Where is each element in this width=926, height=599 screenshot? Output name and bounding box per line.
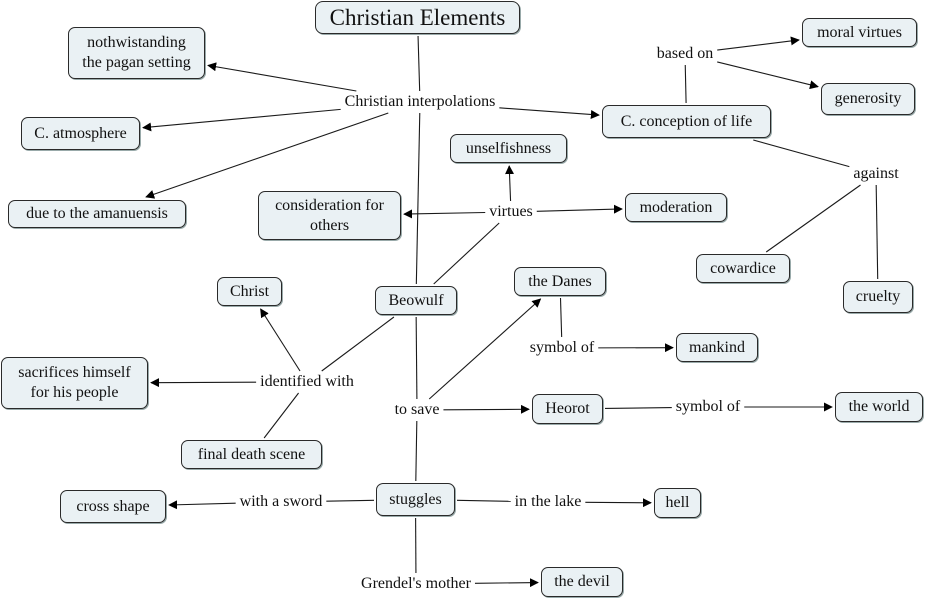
connection-beowulf-to-identified-with xyxy=(321,316,395,372)
connection-christian-interpolations-to-nothwistanding xyxy=(207,62,357,92)
concept-moral-virtues[interactable]: moral virtues xyxy=(802,18,917,47)
connection-the-danes-to-symbol-of-danes xyxy=(559,297,563,338)
concept-stuggles[interactable]: stuggles xyxy=(376,483,455,516)
concept-christian-elements[interactable]: Christian Elements xyxy=(315,1,520,34)
connection-beowulf-to-virtues xyxy=(433,222,500,285)
concept-sacrifices-himself[interactable]: sacrifices himself for his people xyxy=(1,357,148,409)
connection-christian-interpolations-to-c-atmosphere xyxy=(142,108,341,132)
connection-christian-elements-to-christian-interpolations xyxy=(417,35,421,92)
link-symbol-of-mankind[interactable]: symbol of xyxy=(527,339,597,357)
connection-heorot-to-symbol-of-heorot xyxy=(604,406,672,410)
connection-stuggles-to-with-a-sword xyxy=(326,499,375,502)
connection-against-to-cruelty xyxy=(875,184,879,280)
link-identified-with[interactable]: identified with xyxy=(258,373,356,391)
connection-virtues-to-consideration xyxy=(403,209,486,219)
link-symbol-of-world[interactable]: symbol of xyxy=(673,398,743,416)
connection-christian-interpolations-to-amanuensis xyxy=(145,112,389,199)
concept-the-world[interactable]: the world xyxy=(835,392,923,422)
connection-christian-interpolations-to-conception-of-life xyxy=(499,107,600,119)
connection-with-a-sword-to-cross-shape xyxy=(168,500,236,510)
link-to-save[interactable]: to save xyxy=(392,401,442,419)
concept-the-danes[interactable]: the Danes xyxy=(514,267,606,296)
concept-due-to-amanuensis[interactable]: due to the amanuensis xyxy=(8,200,186,228)
link-christian-interpolations[interactable]: Christian interpolations xyxy=(342,93,498,111)
connection-stuggles-to-in-the-lake xyxy=(456,499,511,502)
concept-unselfishness[interactable]: unselfishness xyxy=(450,134,567,163)
concept-mankind[interactable]: mankind xyxy=(676,333,758,362)
connection-virtues-to-moderation xyxy=(536,204,623,214)
concept-consideration-for-others[interactable]: consideration for others xyxy=(258,191,401,240)
connection-conception-of-life-to-based-on xyxy=(684,64,687,104)
concept-final-death-scene[interactable]: final death scene xyxy=(181,440,322,469)
link-in-the-lake[interactable]: in the lake xyxy=(512,493,584,511)
connection-virtues-to-unselfishness xyxy=(505,165,515,202)
connection-final-death-scene-to-identified-with xyxy=(263,392,300,439)
concept-heorot[interactable]: Heorot xyxy=(532,394,603,424)
link-based-on[interactable]: based on xyxy=(654,45,716,63)
connection-based-on-to-moral-virtues xyxy=(717,36,800,51)
connection-conception-of-life-to-against xyxy=(753,139,850,168)
link-virtues[interactable]: virtues xyxy=(487,203,535,221)
connection-grendels-mother-to-the-devil xyxy=(474,578,539,588)
connection-christian-interpolations-to-beowulf xyxy=(415,112,421,285)
link-grendels-mother[interactable]: Grendel's mother xyxy=(359,575,473,593)
connection-in-the-lake-to-hell xyxy=(585,498,652,508)
link-with-a-sword[interactable]: with a sword xyxy=(237,493,325,511)
connection-beowulf-to-to-save xyxy=(415,316,418,400)
connection-based-on-to-generosity xyxy=(717,61,819,90)
concept-nothwistanding-pagan-setting[interactable]: nothwistanding the pagan setting xyxy=(68,27,205,79)
concept-beowulf[interactable]: Beowulf xyxy=(375,286,457,315)
concept-generosity[interactable]: generosity xyxy=(821,83,915,115)
concept-c-atmosphere[interactable]: C. atmosphere xyxy=(21,117,140,150)
concept-moderation[interactable]: moderation xyxy=(625,193,727,222)
concept-hell[interactable]: hell xyxy=(654,488,701,518)
connection-to-save-to-the-danes xyxy=(428,298,542,400)
concept-cross-shape[interactable]: cross shape xyxy=(60,490,166,523)
concept-c-conception-of-life[interactable]: C. conception of life xyxy=(602,105,771,138)
connection-to-save-to-heorot xyxy=(443,404,530,414)
concept-the-devil[interactable]: the devil xyxy=(541,567,623,597)
concept-cowardice[interactable]: cowardice xyxy=(696,254,790,283)
connection-to-save-to-stuggles xyxy=(415,420,418,482)
connection-identified-with-to-christ xyxy=(260,308,301,372)
concept-cruelty[interactable]: cruelty xyxy=(843,281,913,313)
concept-christ[interactable]: Christ xyxy=(217,277,282,306)
connection-against-to-cowardice xyxy=(765,184,861,253)
link-against[interactable]: against xyxy=(851,165,901,183)
